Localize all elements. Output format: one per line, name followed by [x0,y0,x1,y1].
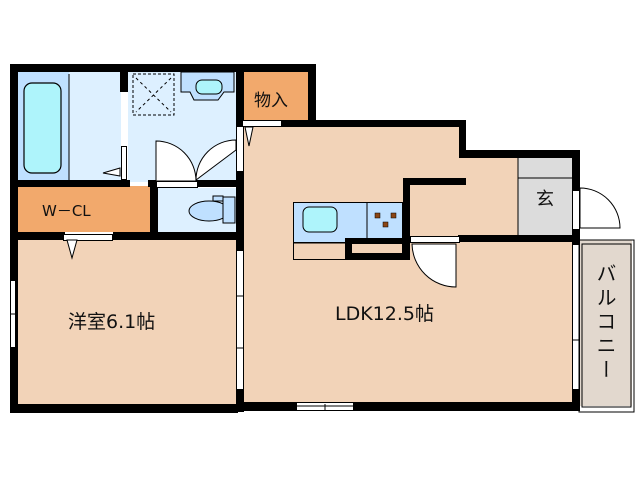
wall [236,232,244,250]
entrance-door-swing [579,187,621,229]
west-window [10,280,16,348]
wall [238,402,296,411]
wall [150,180,158,238]
storage-label: 物入 [254,91,288,111]
wall [403,178,466,185]
ldk-room-east [400,158,518,244]
closet-door[interactable] [63,234,113,241]
ldk-label: LDK12.5帖 [335,303,434,325]
wall [236,64,244,126]
wall [345,238,352,260]
wall [10,232,65,240]
wall [10,404,238,413]
wall [345,238,410,244]
wall [236,170,244,240]
western-room [12,240,238,406]
walk-in-closet [16,186,150,232]
wall [459,120,466,158]
wall [236,64,316,72]
wall [345,253,410,260]
wall [459,150,579,158]
wall [458,235,580,242]
wall [120,64,128,92]
wall [572,150,580,190]
wall [308,64,316,126]
wall [282,120,466,127]
storage-door[interactable] [242,120,282,127]
western-room-label: 洋室6.1帖 [68,311,156,333]
bathtub-area [16,72,69,182]
ldk-side-door[interactable] [236,126,244,172]
balcony-label: バルコニー [593,263,617,383]
south-window [296,402,354,411]
kitchen-sink-counter [293,202,403,243]
storage-closet [242,72,308,120]
wall [236,390,244,412]
bathroom-door[interactable] [121,146,127,180]
entrance-floor [518,158,574,238]
ldk-hall-door[interactable] [410,236,460,243]
toilet-floor [157,188,236,233]
entrance-label: 玄 [536,189,554,210]
wall [403,178,410,258]
washroom-floor [128,72,236,182]
walk-in-closet-label: W－CL [42,202,91,220]
wall [354,402,580,411]
toilet-door[interactable] [156,181,198,188]
entrance-door[interactable] [572,190,580,230]
room-partition-sliding[interactable] [236,250,244,390]
wall [572,390,580,411]
balcony-window[interactable] [572,244,580,390]
wall [113,232,244,240]
wall [10,180,130,187]
